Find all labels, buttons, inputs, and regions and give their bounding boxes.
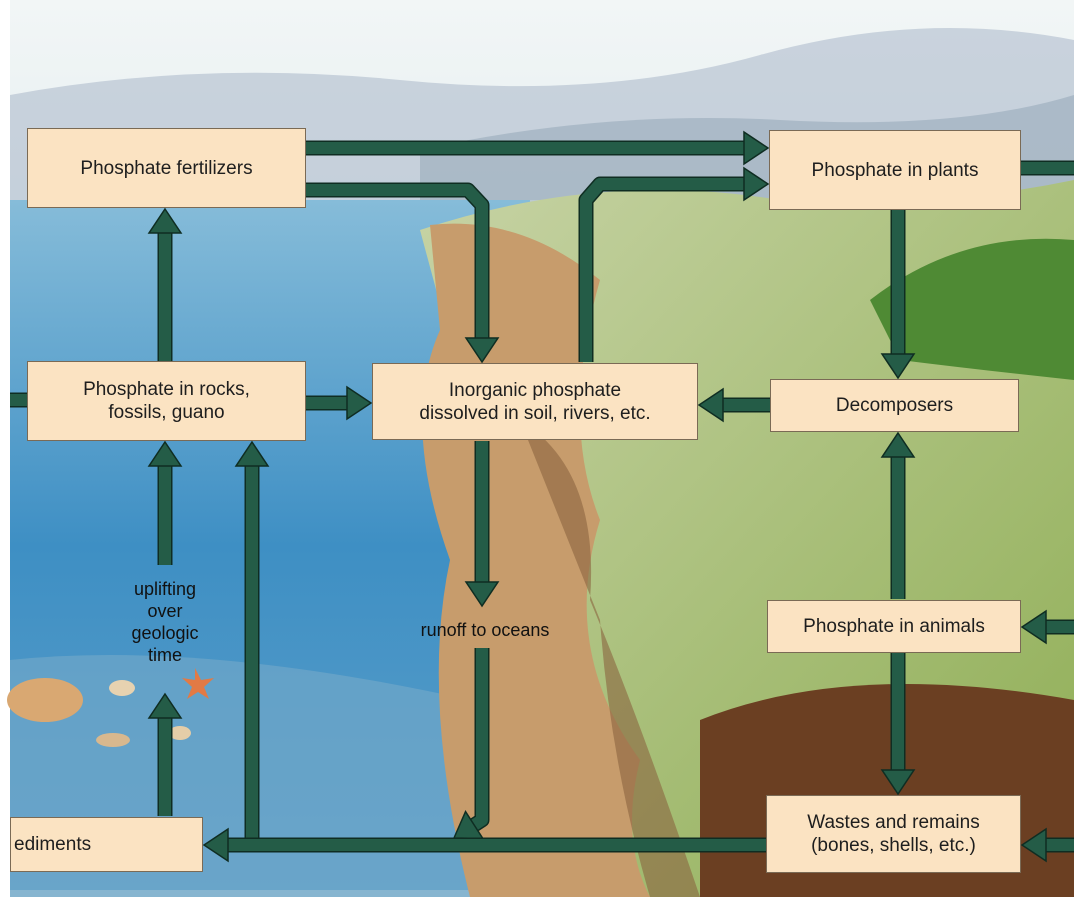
arrow-fertilizers-to-plants: [306, 130, 770, 166]
fossil-shells: [7, 668, 214, 747]
arrow-inorganic-runoff-down: [464, 441, 500, 608]
label-runoff: runoff to oceans: [420, 620, 550, 640]
cliff-shadow: [520, 420, 700, 897]
arrow-uplifting-to-rocks: [147, 440, 183, 565]
arrow-rocks-to-inorganic: [306, 385, 373, 421]
arrow-wastes-to-decomposers: [880, 431, 916, 599]
arrow-fertilizers-to-inorganic: [306, 182, 500, 364]
arrow-animals-to-wastes: [880, 653, 916, 796]
arrow-wastes-to-sediments: [202, 827, 766, 863]
arrow-plants-to-decomposers: [880, 210, 916, 380]
arrow-runoff-to-sediments: [452, 648, 490, 840]
node-sediments: ediments: [10, 817, 203, 872]
arrow-sediments-to-rocks: [234, 440, 270, 838]
arrow-decomposers-to-inorganic: [697, 387, 770, 423]
node-phosphate-in-plants: Phosphate in plants: [769, 130, 1021, 210]
arrow-offscreen-to-animals: [1020, 609, 1074, 645]
arrow-inorganic-to-plants: [578, 166, 770, 362]
node-phosphate-in-rocks: Phosphate in rocks, fossils, guano: [27, 361, 306, 441]
node-phosphate-in-animals: Phosphate in animals: [767, 600, 1021, 653]
arrow-rocks-to-fertilizers: [147, 207, 183, 361]
forest: [870, 238, 1074, 380]
node-decomposers: Decomposers: [770, 379, 1019, 432]
node-inorganic-phosphate: Inorganic phosphate dissolved in soil, r…: [372, 363, 698, 440]
arrow-offscreen-to-wastes: [1020, 827, 1074, 863]
node-wastes-and-remains: Wastes and remains (bones, shells, etc.): [766, 795, 1021, 873]
node-phosphate-fertilizers: Phosphate fertilizers: [27, 128, 306, 208]
arrow-sediments-uplift: [147, 692, 183, 816]
label-uplifting: uplifting over geologic time: [131, 579, 199, 665]
